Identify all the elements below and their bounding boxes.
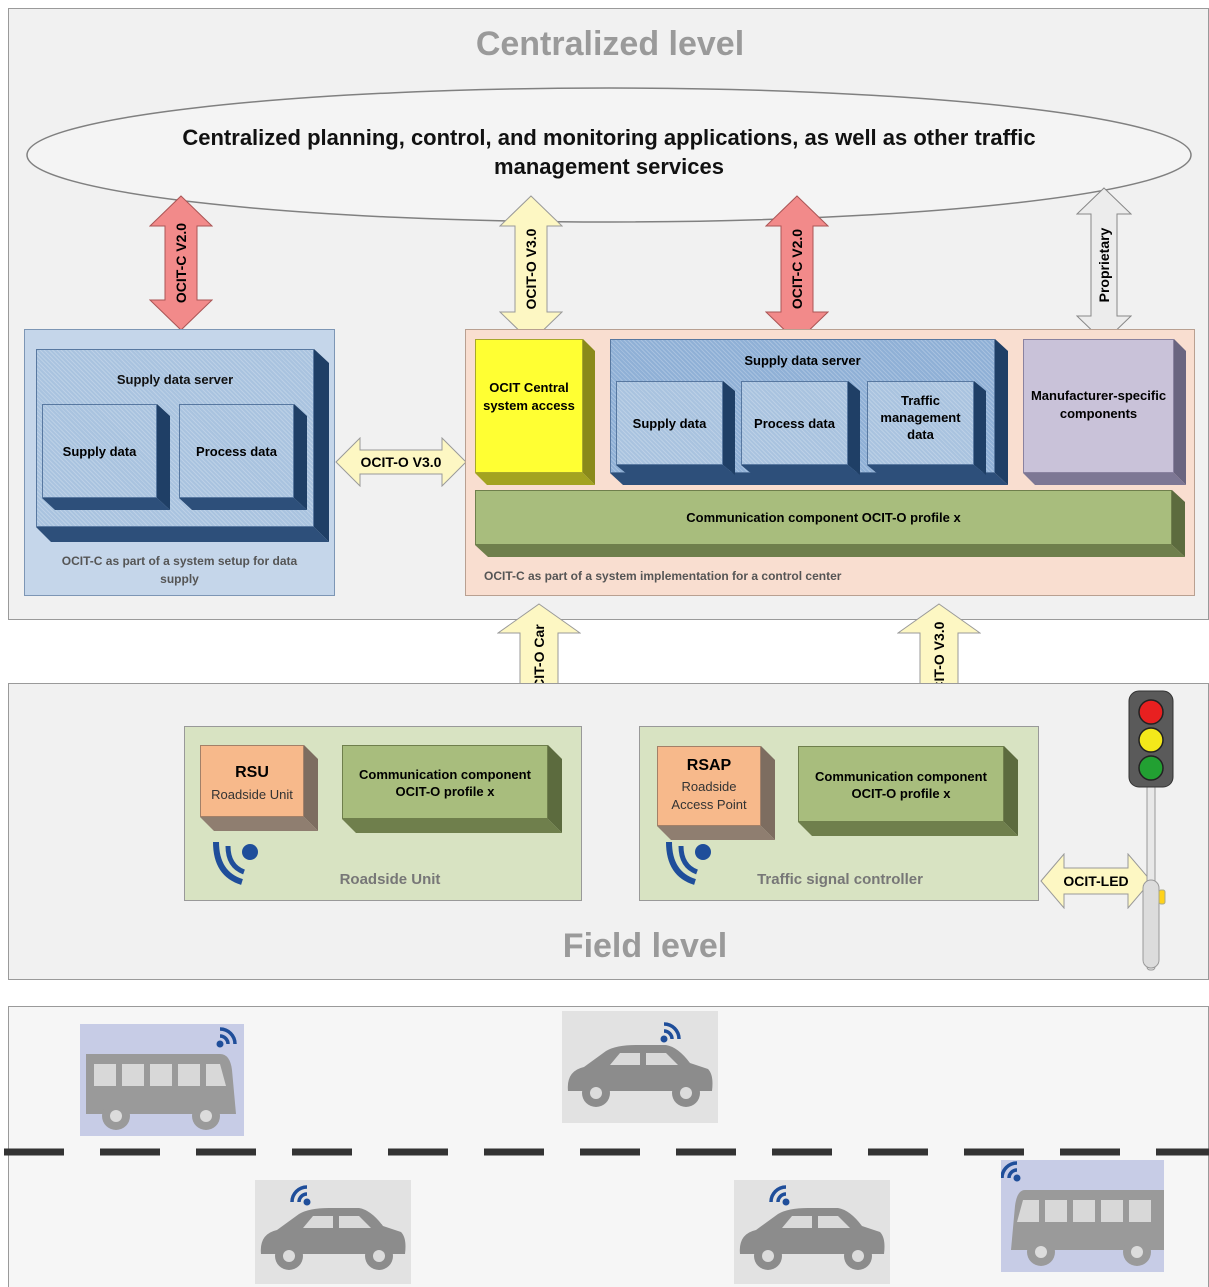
wifi-signal-icon [1001, 1161, 1021, 1182]
traffic-management-block [867, 381, 974, 465]
ocit-o-horizontal-label: OCIT-O V3.0 [360, 454, 442, 470]
rsu-comm-line1: Communication component [359, 767, 531, 782]
data-supply-caption-line2: supply [160, 572, 199, 586]
comm-component-depth [475, 490, 1185, 557]
comm-component-bar: Communication component OCIT-O profile x [475, 490, 1172, 545]
manufacturer-line2: components [1059, 405, 1138, 421]
central-access-block [475, 339, 583, 473]
traffic-mgmt-line3: data [907, 427, 934, 442]
ellipse-text-line2: management services [494, 154, 724, 179]
supply-data-depth-left [42, 404, 170, 510]
supply-server-right-depth [610, 339, 1008, 485]
ocit-led-label: OCIT-LED [1063, 873, 1129, 889]
wifi-signal-icon [216, 1027, 237, 1048]
proprietary-label: Proprietary [1096, 227, 1112, 303]
centralized-level-title: Centralized level [475, 24, 745, 63]
rsu-block [200, 745, 304, 817]
rsu-subtitle: Roadside Unit [211, 786, 293, 802]
supply-server-title-left: Supply data server [116, 371, 234, 387]
ocit-c-label-left: OCIT-C V2.0 [173, 222, 189, 304]
supply-data-block-right: Supply data [616, 381, 723, 465]
tsc-comm-line1: Communication component [815, 769, 987, 784]
traffic-light-icon [1128, 690, 1174, 971]
process-data-depth-left [179, 404, 307, 510]
rsu-comm-line2: OCIT-O profile x [395, 784, 495, 799]
rsap-block [657, 746, 761, 826]
rsap-subtitle-line2: Access Point [671, 797, 747, 812]
bus-icon [80, 1024, 244, 1136]
rsap-depth [657, 746, 775, 840]
rsu-caption: Roadside Unit [339, 870, 441, 888]
field-level-title: Field level [562, 926, 728, 965]
traffic-mgmt-line1: Traffic [900, 393, 940, 408]
ellipse-text-line1: Centralized planning, control, and monit… [182, 125, 1036, 150]
tsc-comm-line2: OCIT-O profile x [851, 786, 951, 801]
wifi-signal-icon [769, 1185, 790, 1206]
manufacturer-line1: Manufacturer-specific [1030, 387, 1167, 403]
bus-icon [1001, 1160, 1164, 1272]
wireless-logo-icon [213, 841, 258, 885]
process-data-block-right: Process data [741, 381, 848, 465]
data-supply-caption-line1: OCIT-C as part of a system setup for dat… [61, 554, 298, 568]
central-access-line1: OCIT Central [489, 379, 569, 395]
rsu-comm-depth [342, 745, 562, 833]
traffic-mgmt-depth [867, 381, 986, 475]
manufacturer-depth [1023, 339, 1186, 485]
control-center-caption: OCIT-C as part of a system implementatio… [484, 569, 842, 583]
road-lane-marking [4, 1148, 1209, 1156]
rsap-title: RSAP [686, 757, 732, 774]
central-access-depth [475, 339, 595, 485]
rsu-comm-component [342, 745, 548, 819]
process-data-block-left: Process data [179, 404, 294, 498]
car-icon [734, 1180, 890, 1284]
supply-data-block-left: Supply data [42, 404, 157, 498]
tsc-comm-component [798, 746, 1004, 822]
wireless-logo-icon [666, 841, 711, 885]
tsc-caption: Traffic signal controller [757, 870, 923, 888]
traffic-mgmt-line2: management [880, 410, 961, 425]
central-applications-ellipse [26, 87, 1192, 223]
process-data-depth-right [741, 381, 860, 475]
car-icon [255, 1180, 411, 1284]
ocit-o-label-top: OCIT-O V3.0 [523, 228, 539, 310]
supply-server-depth [36, 349, 329, 542]
supply-data-depth-right [616, 381, 735, 475]
manufacturer-components-block [1023, 339, 1174, 473]
rsu-depth [200, 745, 318, 831]
central-access-line2: system access [483, 397, 575, 413]
tsc-comm-depth [798, 746, 1018, 836]
car-icon [562, 1011, 718, 1123]
supply-server-title-right: Supply data server [744, 352, 861, 368]
rsap-subtitle-line1: Roadside [681, 779, 737, 794]
wifi-signal-icon [660, 1022, 681, 1043]
wifi-signal-icon [290, 1185, 311, 1206]
ocit-c-label-right: OCIT-C V2.0 [789, 228, 805, 310]
rsu-title: RSU [235, 764, 269, 781]
